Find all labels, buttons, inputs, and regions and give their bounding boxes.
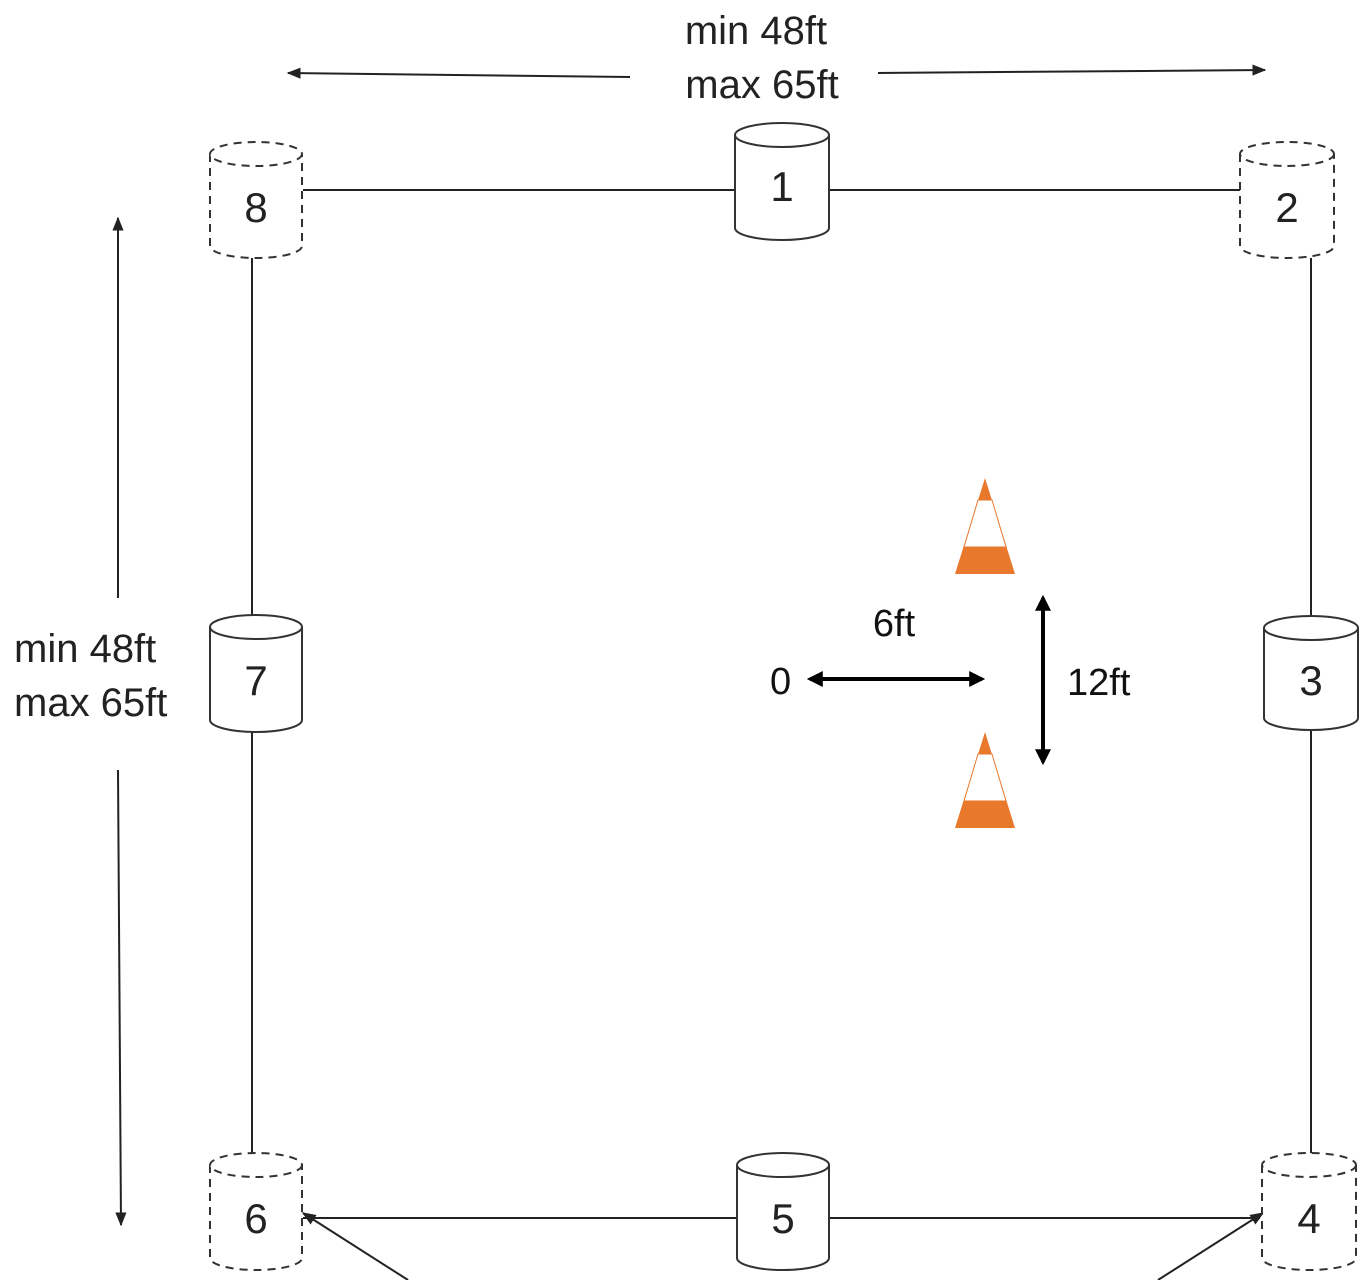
can-7: 7 <box>209 614 303 733</box>
top-dimension-min: min 48ft <box>685 9 827 53</box>
offset-label: 6ft <box>873 603 916 645</box>
can-8-number: 8 <box>244 184 267 231</box>
lower-cone-icon <box>955 732 1015 828</box>
left-dimension-arrow-down <box>115 769 127 1227</box>
bottom-left-diagonal-arrow <box>301 1212 409 1280</box>
can-2: 2 <box>1239 141 1335 259</box>
cone-gap-label: 12ft <box>1067 662 1131 704</box>
bottom-right-diagonal-arrow <box>1157 1212 1265 1280</box>
can-5: 5 <box>736 1152 830 1271</box>
can-6: 6 <box>209 1152 303 1271</box>
can-3: 3 <box>1263 615 1359 731</box>
can-1-number: 1 <box>770 163 793 210</box>
origin-label: 0 <box>770 661 791 703</box>
can-4: 4 <box>1261 1152 1357 1271</box>
left-dimension-max: max 65ft <box>14 681 167 725</box>
can-4-number: 4 <box>1297 1195 1320 1242</box>
can-3-number: 3 <box>1299 657 1322 704</box>
can-6-number: 6 <box>244 1195 267 1242</box>
can-8: 8 <box>209 141 303 259</box>
can-2-number: 2 <box>1275 184 1298 231</box>
can-7-number: 7 <box>244 657 267 704</box>
upper-cone-icon <box>955 478 1015 574</box>
top-dimension-arrow-right <box>877 64 1267 76</box>
course-outline <box>251 189 1312 1219</box>
can-5-number: 5 <box>771 1195 794 1242</box>
top-dimension-arrow-left <box>286 67 631 79</box>
can-1: 1 <box>734 122 830 241</box>
top-dimension-max: max 65ft <box>685 63 838 107</box>
left-dimension-min: min 48ft <box>14 627 156 671</box>
